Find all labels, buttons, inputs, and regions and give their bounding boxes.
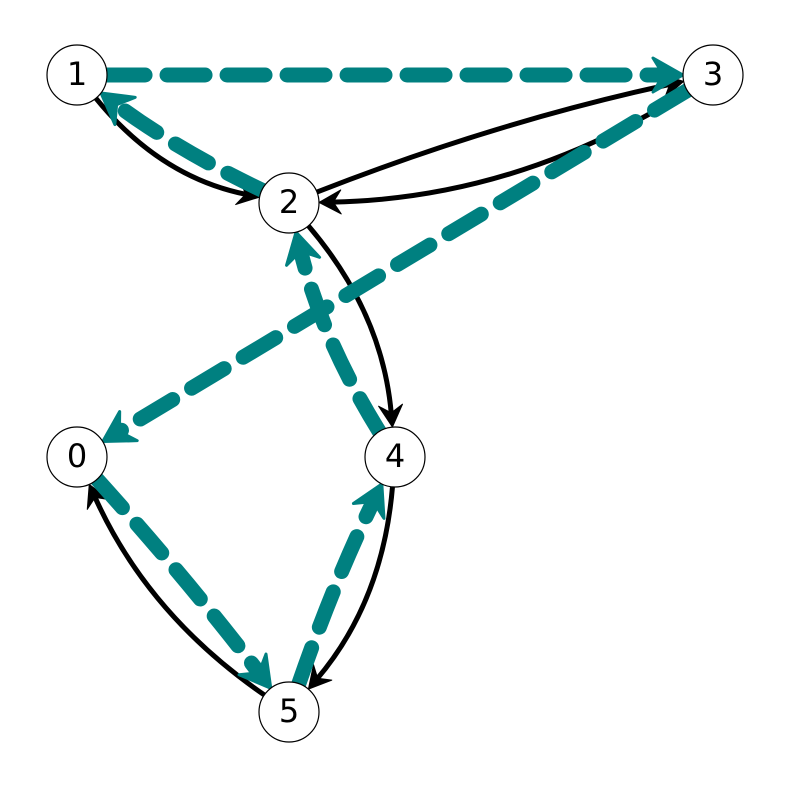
edge-line bbox=[107, 96, 270, 198]
edge-line bbox=[316, 81, 672, 195]
arrowhead-icon bbox=[307, 664, 333, 690]
node-circle bbox=[46, 426, 108, 488]
node-1: 1 bbox=[46, 44, 108, 106]
edge-3-to-0-highlight bbox=[101, 82, 695, 444]
edge-line bbox=[92, 495, 266, 698]
edge-5-to-4-highlight bbox=[291, 482, 386, 692]
edge-line bbox=[292, 242, 387, 439]
node-3: 3 bbox=[682, 44, 744, 106]
node-label: 0 bbox=[67, 437, 87, 475]
edge-3-to-2 bbox=[318, 88, 690, 215]
edge-line bbox=[332, 88, 690, 205]
edge-2-to-4 bbox=[306, 224, 404, 428]
nodes-layer: 0 1 2 3 4 5 bbox=[46, 44, 744, 743]
node-circle bbox=[258, 172, 320, 234]
node-0: 0 bbox=[46, 426, 108, 488]
edge-4-to-2-highlight bbox=[285, 230, 387, 439]
edges-layer bbox=[86, 56, 695, 698]
edge-0-to-5-highlight bbox=[89, 471, 273, 690]
node-label: 2 bbox=[279, 183, 299, 221]
arrowhead-icon bbox=[99, 91, 137, 127]
arrowhead-icon bbox=[318, 189, 342, 215]
arrowhead-icon bbox=[378, 403, 404, 428]
edge-line bbox=[291, 492, 382, 692]
edge-1-to-3-highlight bbox=[99, 56, 685, 94]
edge-line bbox=[110, 82, 695, 440]
node-5: 5 bbox=[258, 681, 320, 743]
node-circle bbox=[364, 426, 426, 488]
edge-4-to-5 bbox=[307, 486, 395, 690]
node-label: 4 bbox=[385, 437, 405, 475]
edge-2-to-1-highlight bbox=[99, 91, 270, 198]
node-label: 5 bbox=[279, 692, 299, 730]
edge-line bbox=[306, 224, 394, 415]
node-circle bbox=[46, 44, 108, 106]
node-label: 3 bbox=[703, 55, 723, 93]
node-label: 1 bbox=[67, 55, 87, 93]
arrowhead-icon bbox=[101, 410, 139, 444]
node-circle bbox=[682, 44, 744, 106]
edge-line bbox=[315, 486, 395, 681]
arrowhead-icon bbox=[237, 652, 273, 690]
arrowhead-icon bbox=[351, 482, 386, 520]
node-4: 4 bbox=[364, 426, 426, 488]
arrowhead-icon bbox=[285, 230, 322, 267]
node-2: 2 bbox=[258, 172, 320, 234]
edge-5-to-0 bbox=[86, 483, 266, 698]
edge-line bbox=[89, 471, 268, 682]
arrowhead-icon bbox=[651, 56, 685, 94]
node-circle bbox=[258, 681, 320, 743]
